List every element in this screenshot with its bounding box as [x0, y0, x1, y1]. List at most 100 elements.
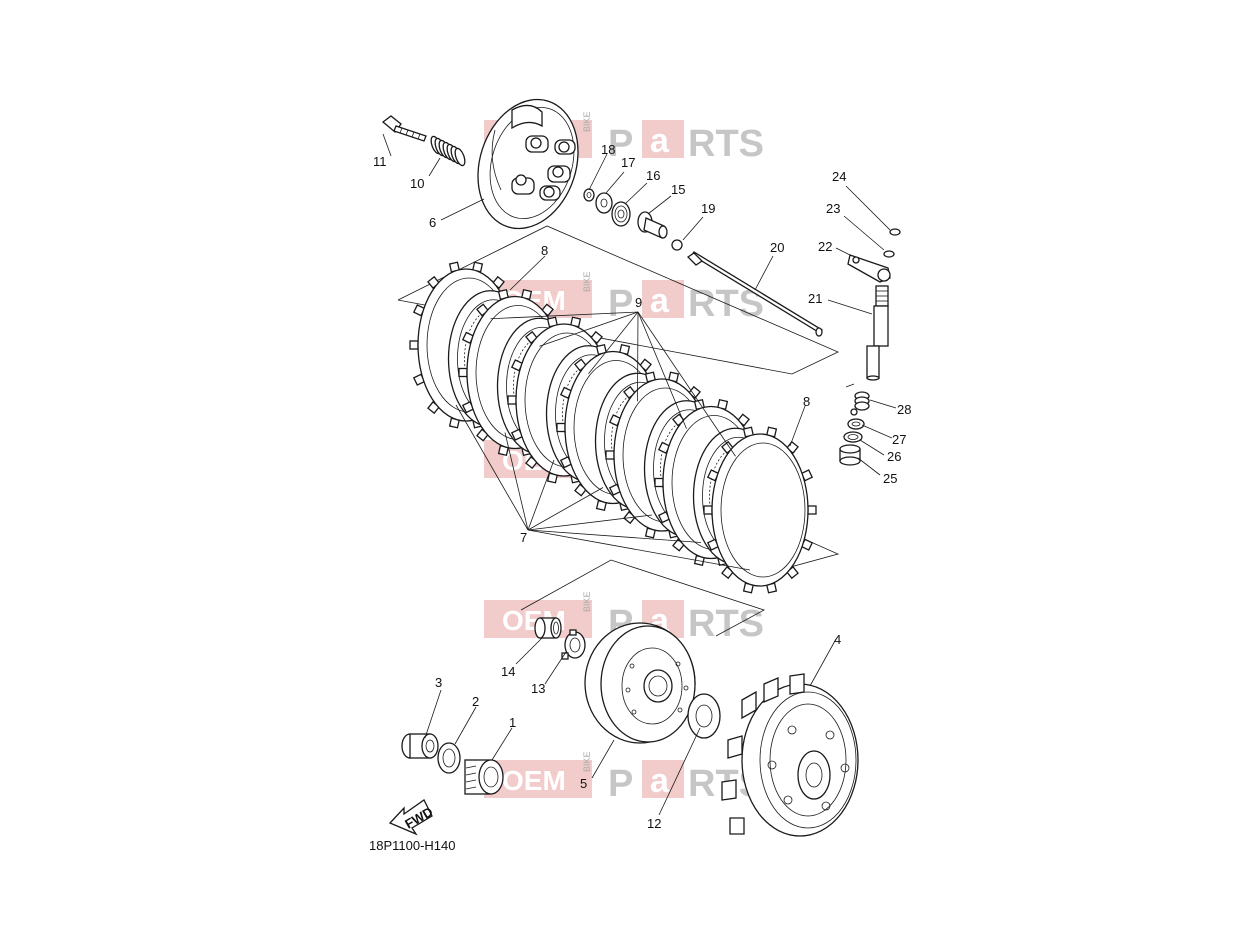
washer-18	[583, 188, 595, 202]
washer-23	[883, 250, 895, 258]
callout-26: 26	[887, 449, 901, 464]
watermark-brand-a: a	[650, 282, 670, 320]
fwd-arrow-icon: FWD	[388, 799, 435, 836]
washer-12	[687, 693, 721, 739]
leader-9	[637, 311, 687, 429]
fwd-label: FWD	[402, 804, 435, 832]
washer-26	[843, 431, 863, 443]
watermark-brand-p: P	[608, 763, 633, 805]
watermark-brand-p: P	[608, 123, 633, 165]
callout-25: 25	[883, 471, 897, 486]
leader-7	[527, 529, 702, 543]
plate-tab	[458, 367, 468, 378]
plate-tab	[409, 340, 419, 350]
ball-19	[671, 239, 683, 251]
push-rod-15	[637, 211, 668, 239]
diagram-code: 18P1100-H140	[369, 838, 456, 853]
washer-17	[595, 192, 613, 214]
lever-22	[847, 254, 891, 283]
callout-14: 14	[501, 664, 515, 679]
leader-7	[527, 487, 604, 531]
pressure-plate-6	[477, 98, 579, 230]
washer-2	[437, 742, 461, 774]
plate-inner-ring	[720, 442, 806, 578]
leader-9	[539, 311, 639, 347]
callout-5: 5	[580, 776, 587, 791]
callout-12: 12	[647, 816, 661, 831]
spring-coil	[454, 147, 466, 167]
plate-tab	[654, 477, 664, 488]
clutch-boss-5	[584, 622, 696, 744]
watermark-brand-small: BIKE	[582, 751, 592, 772]
plate-tab	[703, 505, 713, 515]
callout-9: 9	[635, 295, 642, 310]
callout-24: 24	[832, 169, 846, 184]
callout-2: 2	[472, 694, 479, 709]
callout-19: 19	[701, 201, 715, 216]
clutch-housing-4	[721, 673, 859, 837]
callout-1: 1	[509, 715, 516, 730]
watermark-brand-rts: RTS	[688, 603, 764, 645]
plate-tab	[807, 505, 817, 515]
clutch-plate-stack	[409, 261, 817, 594]
bracket-lines-lower	[520, 559, 766, 637]
leader-9	[637, 311, 639, 402]
leader-7	[527, 514, 653, 531]
leader-9	[637, 311, 736, 457]
leader-lines	[382, 133, 897, 816]
push-rod-20	[686, 251, 823, 337]
plate-outer-edge	[711, 433, 809, 587]
bearing-16	[611, 201, 631, 227]
callout-3: 3	[435, 675, 442, 690]
watermark-brand-small: BIKE	[582, 591, 592, 612]
callout-6: 6	[429, 215, 436, 230]
leader-9	[490, 311, 639, 320]
callout-8a: 8	[541, 243, 548, 258]
callout-16: 16	[646, 168, 660, 183]
nut-24	[889, 228, 901, 236]
plate-leader-fans	[455, 311, 751, 571]
callout-7: 7	[520, 530, 527, 545]
callout-20: 20	[770, 240, 784, 255]
leader-7	[527, 459, 555, 531]
collar-3	[401, 733, 439, 759]
friction-plate	[703, 426, 817, 594]
leader-7	[504, 432, 529, 531]
watermark-brand-small: BIKE	[582, 111, 592, 132]
plate-tab	[556, 422, 566, 433]
callout-17: 17	[621, 155, 635, 170]
watermark-brand-p: P	[608, 283, 633, 325]
shaft-21	[866, 285, 889, 381]
callout-11: 11	[373, 154, 387, 169]
gear-1	[464, 759, 504, 795]
watermark-brand-rts: RTS	[688, 123, 764, 165]
spring-10	[430, 135, 466, 167]
bolt-11	[381, 115, 427, 142]
watermark-brand-small: BIKE	[582, 271, 592, 292]
callout-22: 22	[818, 239, 832, 254]
callout-10: 10	[410, 176, 424, 191]
callout-4: 4	[834, 632, 841, 647]
leader-9	[588, 311, 639, 375]
callout-8b: 8	[803, 394, 810, 409]
leader-7	[455, 404, 529, 531]
washer-27	[847, 418, 865, 430]
spring-28	[845, 383, 870, 416]
plate-tab	[507, 395, 517, 405]
leader-7	[527, 529, 751, 571]
callout-18: 18	[601, 142, 615, 157]
lock-washer-13	[561, 629, 586, 660]
callout-27: 27	[892, 432, 906, 447]
callout-23: 23	[826, 201, 840, 216]
seal-25	[839, 444, 861, 466]
plate-tab	[605, 450, 615, 460]
watermark-brand-a: a	[650, 122, 670, 160]
callout-28: 28	[897, 402, 911, 417]
callout-13: 13	[531, 681, 545, 696]
callout-21: 21	[808, 291, 822, 306]
callout-15: 15	[671, 182, 685, 197]
watermark-brand-left: OEM	[502, 765, 566, 796]
watermark-brand-a: a	[650, 762, 670, 800]
bushing-14	[534, 617, 562, 639]
